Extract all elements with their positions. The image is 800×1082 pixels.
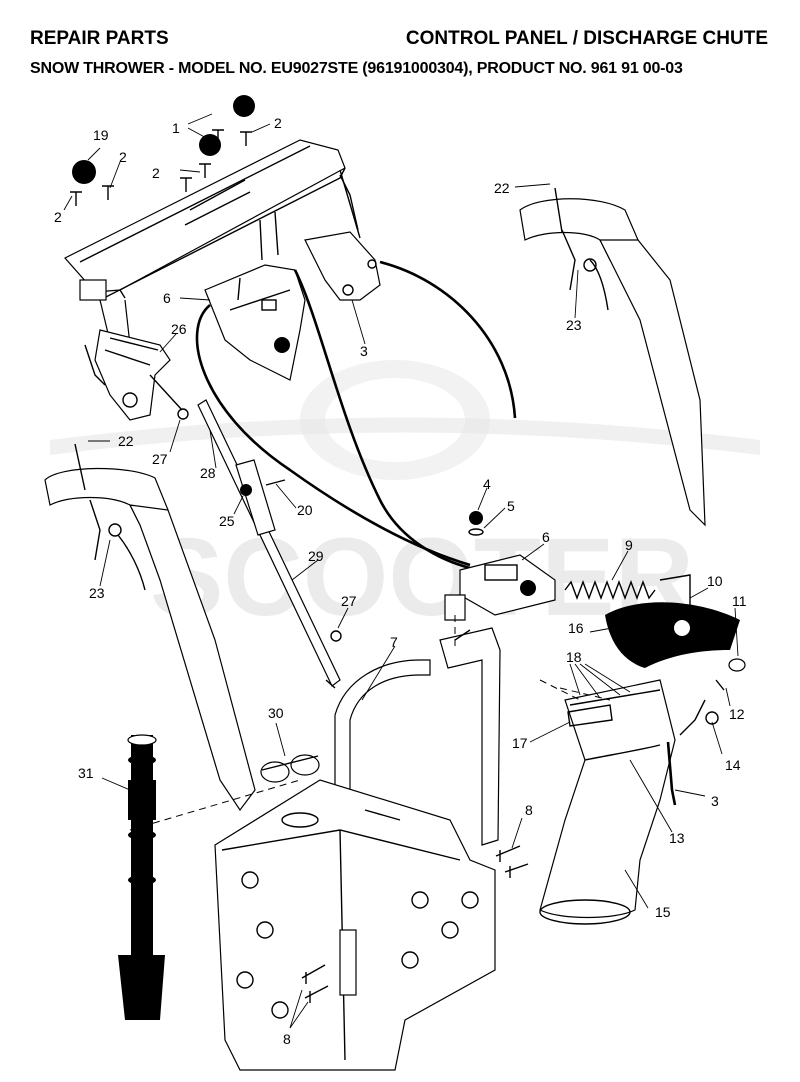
crank-rod-31 — [118, 734, 165, 1020]
knob-11 — [728, 658, 746, 672]
callout-12: 12 — [729, 706, 745, 722]
callout-14: 14 — [725, 757, 741, 773]
subtitle-suffix: (96191000304), PRODUCT NO. 961 91 00-03 — [358, 60, 683, 77]
callout-28: 28 — [200, 465, 216, 481]
knob-1-lower — [199, 134, 221, 156]
callout-10: 10 — [707, 573, 723, 589]
callout-6: 6 — [163, 290, 171, 306]
lever-bracket-26 — [84, 329, 171, 421]
handle-left — [44, 443, 256, 812]
header-right-title: CONTROL PANEL / DISCHARGE CHUTE — [405, 28, 768, 49]
handle-bracket — [339, 929, 357, 996]
callout-4: 4 — [483, 476, 491, 492]
knob-1-upper — [233, 95, 255, 117]
callout-11: 11 — [732, 593, 747, 609]
handle-right — [519, 187, 706, 527]
callout-15: 15 — [655, 904, 671, 920]
cable-right — [379, 260, 517, 419]
watermark: SCOOTER — [50, 360, 760, 639]
callout-2: 2 — [54, 209, 62, 225]
callout-23: 23 — [566, 317, 582, 333]
screw-20 — [265, 479, 286, 486]
chute-control-6 — [204, 264, 306, 381]
callout-23: 23 — [89, 585, 105, 601]
callout-16: 16 — [568, 620, 584, 636]
callout-17: 17 — [512, 735, 528, 751]
pivot-bracket-6 — [444, 511, 556, 621]
callout-9: 9 — [625, 537, 633, 553]
callout-27: 27 — [152, 451, 168, 467]
callout-3: 3 — [360, 343, 368, 359]
engine-housing — [214, 779, 496, 1071]
leader-lines — [63, 113, 739, 1029]
callout-8: 8 — [525, 802, 533, 818]
callout-7: 7 — [390, 634, 398, 650]
cable-chute — [666, 741, 677, 806]
link-rod — [149, 374, 183, 411]
spring-9 — [564, 580, 656, 600]
discharge-chute-15 — [539, 679, 676, 925]
callout-2: 2 — [152, 165, 160, 181]
header-left-title: REPAIR PARTS — [30, 28, 169, 49]
callout-6: 6 — [542, 529, 550, 545]
callout-22: 22 — [118, 433, 134, 449]
callout-30: 30 — [268, 705, 284, 721]
callout-29: 29 — [308, 548, 324, 564]
cable-middle — [293, 269, 471, 570]
header-subtitle: SNOW THROWER - MODEL NO. EU9027STE (9619… — [30, 60, 683, 78]
callout-1: 1 — [172, 120, 180, 136]
callout-20: 20 — [297, 502, 313, 518]
screws-2 — [70, 129, 252, 206]
bracket-25 — [235, 459, 276, 536]
deflector-16 — [605, 602, 740, 668]
callout-31: 31 — [78, 765, 94, 781]
knob-19 — [72, 160, 96, 184]
callout-25: 25 — [219, 513, 235, 529]
callout-27: 27 — [341, 593, 357, 609]
watermark-text: SCOOTER — [150, 516, 694, 639]
rod-28 — [197, 399, 341, 687]
bolts-8 — [301, 845, 529, 1003]
control-panel — [64, 139, 359, 351]
lever-3 — [304, 169, 381, 301]
callout-2: 2 — [119, 149, 127, 165]
callout-18: 18 — [566, 649, 582, 665]
callout-5: 5 — [507, 498, 515, 514]
callout-2: 2 — [274, 115, 282, 131]
callout-26: 26 — [171, 321, 187, 337]
callout-22: 22 — [494, 180, 510, 196]
callout-13: 13 — [669, 830, 685, 846]
callout-19: 19 — [93, 127, 109, 143]
subtitle-prefix: SNOW THROWER - MODEL NO. — [30, 60, 271, 77]
callout-3: 3 — [711, 793, 719, 809]
callout-8: 8 — [283, 1031, 291, 1047]
model-number: EU9027STE — [270, 60, 359, 77]
clamp-30 — [260, 754, 320, 783]
